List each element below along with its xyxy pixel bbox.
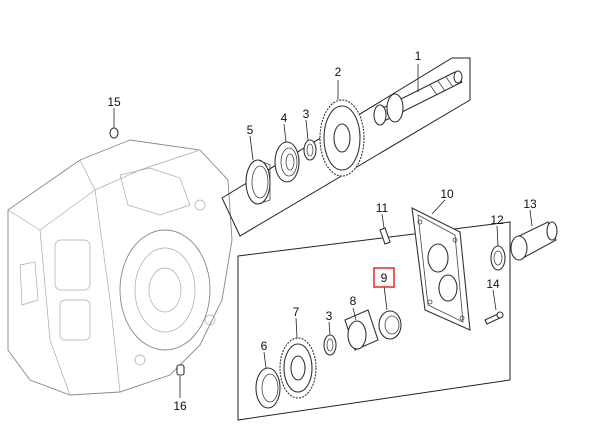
callout-7: 7 xyxy=(293,305,300,319)
callout-9: 9 xyxy=(381,271,388,285)
callout-10: 10 xyxy=(440,187,454,201)
part-4-bearing xyxy=(274,141,300,183)
highlight-box-9 xyxy=(373,267,395,288)
part-10-cover-plate xyxy=(411,207,471,331)
callout-5: 5 xyxy=(247,123,254,137)
callout-3-upper: 3 xyxy=(303,107,310,121)
callout-1: 1 xyxy=(415,49,422,63)
callout-16: 16 xyxy=(173,399,187,413)
part-5-bearing-cup xyxy=(245,159,271,205)
part-9-bearing xyxy=(378,310,402,340)
part-3-snap-ring-lower xyxy=(323,334,337,356)
callout-8: 8 xyxy=(350,294,357,308)
part-14-bolt xyxy=(484,311,504,325)
callout-2: 2 xyxy=(335,65,342,79)
part-1-input-shaft xyxy=(373,70,463,126)
gearbox-housing xyxy=(7,139,233,396)
part-6-bearing xyxy=(255,367,281,409)
part-8-spacer xyxy=(344,309,379,351)
callout-4: 4 xyxy=(281,111,288,125)
part-11-dowel-pin xyxy=(379,227,391,245)
part-2-gear xyxy=(319,99,365,177)
part-7-gear xyxy=(279,337,317,399)
callout-6: 6 xyxy=(261,339,268,353)
callout-11: 11 xyxy=(376,201,389,215)
callout-13: 13 xyxy=(523,197,537,211)
callout-3-lower: 3 xyxy=(326,309,333,323)
part-13-sleeve xyxy=(510,221,558,261)
callout-12: 12 xyxy=(490,213,504,227)
callout-15: 15 xyxy=(107,95,121,109)
part-12-seal xyxy=(490,245,506,271)
callout-labels: 1 2 3 3 4 5 6 7 8 9 10 11 12 13 14 15 16 xyxy=(107,49,537,413)
part-15-plug xyxy=(109,127,119,139)
leader-lines xyxy=(113,64,533,398)
part-3-snap-ring-upper xyxy=(303,139,317,161)
upper-assembly-frame xyxy=(221,57,471,237)
part-16-plug xyxy=(176,364,185,376)
callout-14: 14 xyxy=(486,277,500,291)
